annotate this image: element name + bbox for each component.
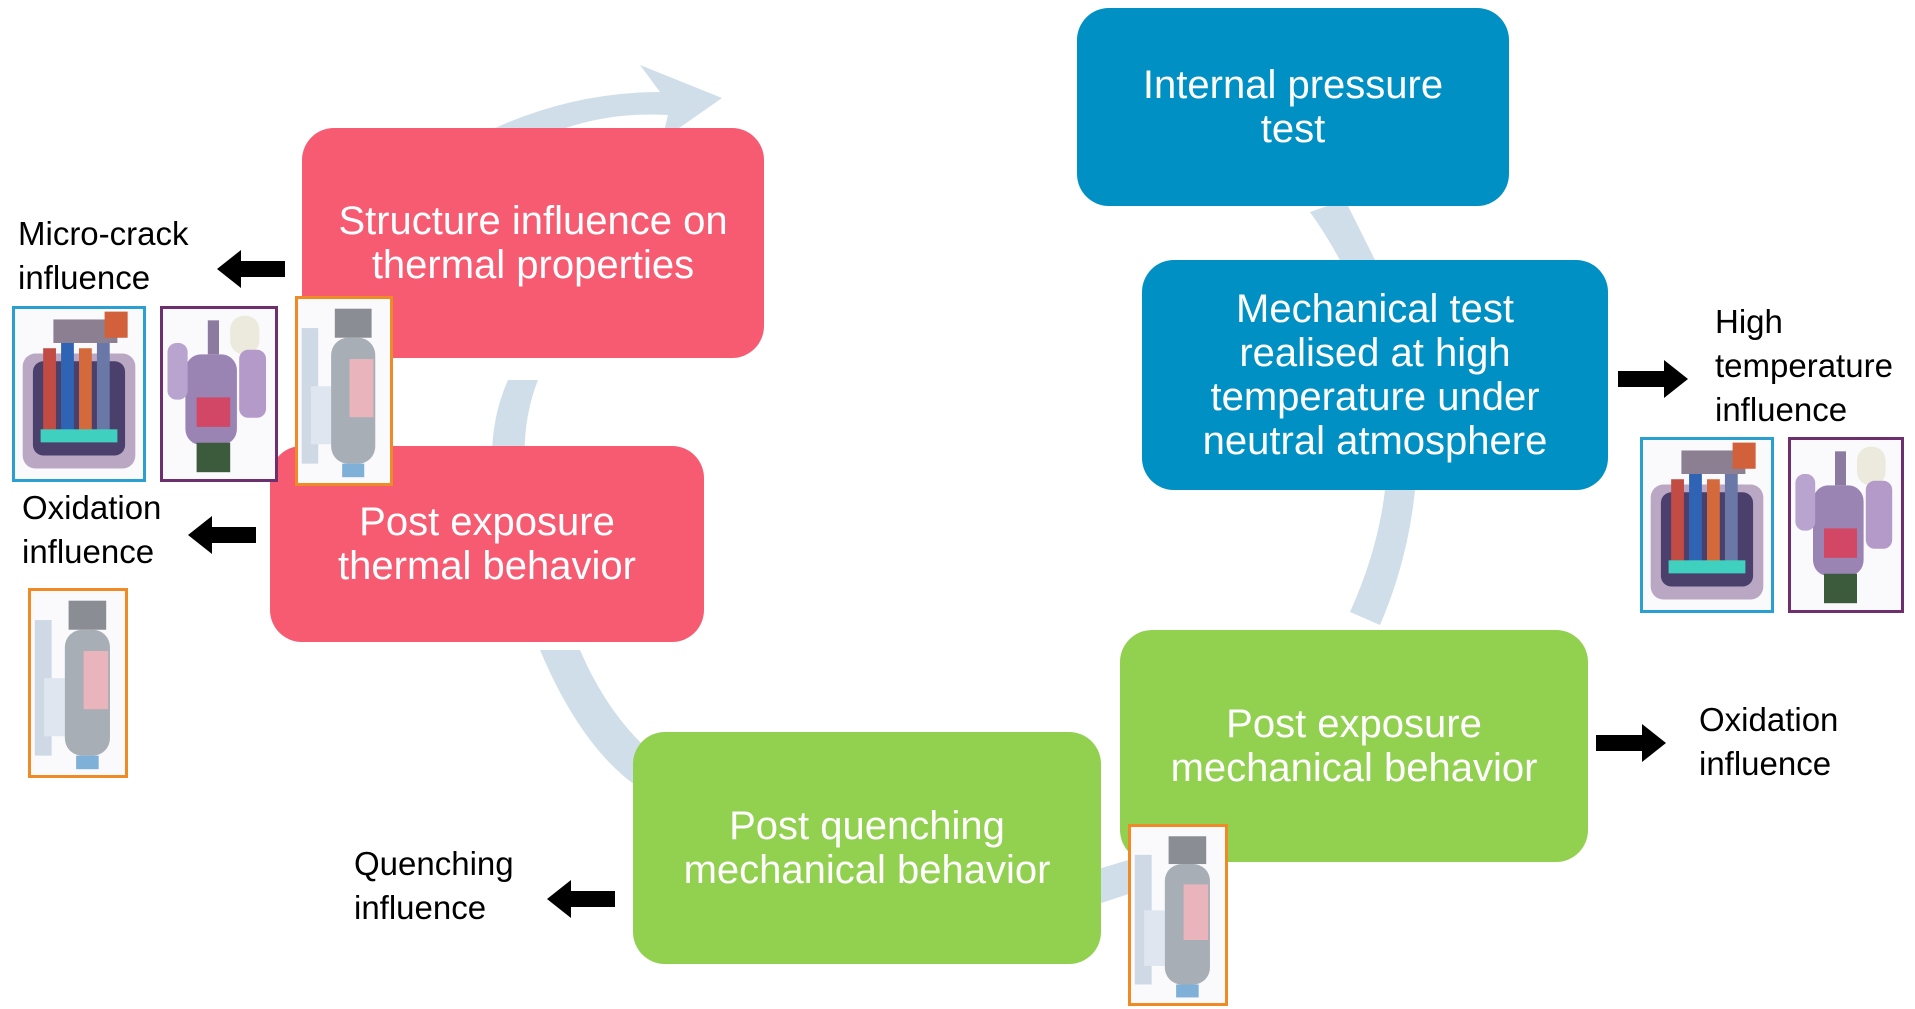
loop-reactor-icon	[160, 306, 278, 482]
loop-reactor-icon	[1788, 437, 1904, 613]
post-exposure-mechanical-text: Post exposure mechanical behavior	[1170, 702, 1538, 790]
cycle-arrow-segment	[1310, 200, 1375, 270]
high-temperature-label: High temperature influence	[1715, 303, 1893, 428]
arrow-icon	[1596, 724, 1666, 762]
arrow-icon	[188, 516, 256, 554]
mechanical-test-box: Mechanical test realised at high tempera…	[1142, 260, 1608, 490]
post-exposure-thermal-text: Post exposure thermal behavior	[338, 500, 636, 588]
internal-pressure-box: Internal pressure test	[1077, 8, 1509, 206]
arrow-icon	[547, 880, 615, 918]
vessel-reactor-icon	[28, 588, 128, 778]
structure-influence-box: Structure influence on thermal propertie…	[302, 128, 764, 358]
vessel-reactor-icon	[1128, 824, 1228, 1006]
arrow-icon	[1618, 360, 1688, 398]
vessel-reactor-icon	[295, 296, 393, 486]
quenching-label: Quenching influence	[354, 845, 514, 926]
oxidation-left-label: Oxidation influence	[22, 489, 162, 570]
micro-crack-label: Micro-crack influence	[18, 215, 189, 296]
post-quenching-box: Post quenching mechanical behavior	[633, 732, 1101, 964]
cycle-arrow-segment	[1350, 490, 1415, 625]
internal-pressure-text: Internal pressure test	[1142, 63, 1444, 151]
arrow-icon	[217, 250, 285, 288]
cycle-arrow-segment	[540, 650, 660, 785]
pool-reactor-icon	[12, 306, 146, 482]
mechanical-test-text: Mechanical test realised at high tempera…	[1202, 287, 1548, 463]
oxidation-right-label: Oxidation influence	[1699, 701, 1839, 782]
structure-influence-text: Structure influence on thermal propertie…	[338, 199, 728, 287]
cycle-arrow-segment	[1095, 858, 1135, 905]
pool-reactor-icon	[1640, 437, 1774, 613]
post-quenching-text: Post quenching mechanical behavior	[683, 804, 1051, 892]
post-exposure-mechanical-box: Post exposure mechanical behavior	[1120, 630, 1588, 862]
